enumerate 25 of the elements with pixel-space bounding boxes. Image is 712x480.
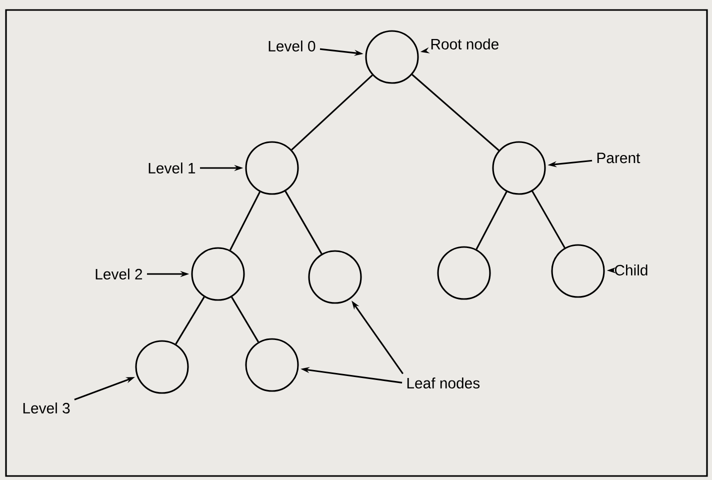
node-label: Level 1 [148,162,196,174]
tree-node-circle [492,141,546,195]
tree-edge [229,192,261,250]
tree-node-circle [191,247,245,301]
tree-edge [175,296,205,344]
tree-node-circle [437,246,491,300]
tree-node-circle [308,250,362,304]
tree-edge [532,190,566,248]
tree-edge [412,74,500,151]
tree-node-circle [135,340,189,394]
tree-edge [476,191,508,250]
node-label: Level 3 [23,402,70,414]
tree-edge [231,296,260,342]
node-label: Parent [597,152,640,164]
tree-edge [291,74,373,150]
node-label: Child [614,264,648,276]
tree-node-circle [365,30,419,84]
tree-edge [284,190,322,254]
node-label: Level 0 [268,40,316,52]
node-label: Level 2 [96,268,142,280]
tree-node-circle [245,338,299,392]
node-label: Leaf nodes [407,378,480,388]
node-label: Root node [431,38,498,50]
tree-node-circle [551,244,605,298]
tree-node-circle [245,141,299,195]
